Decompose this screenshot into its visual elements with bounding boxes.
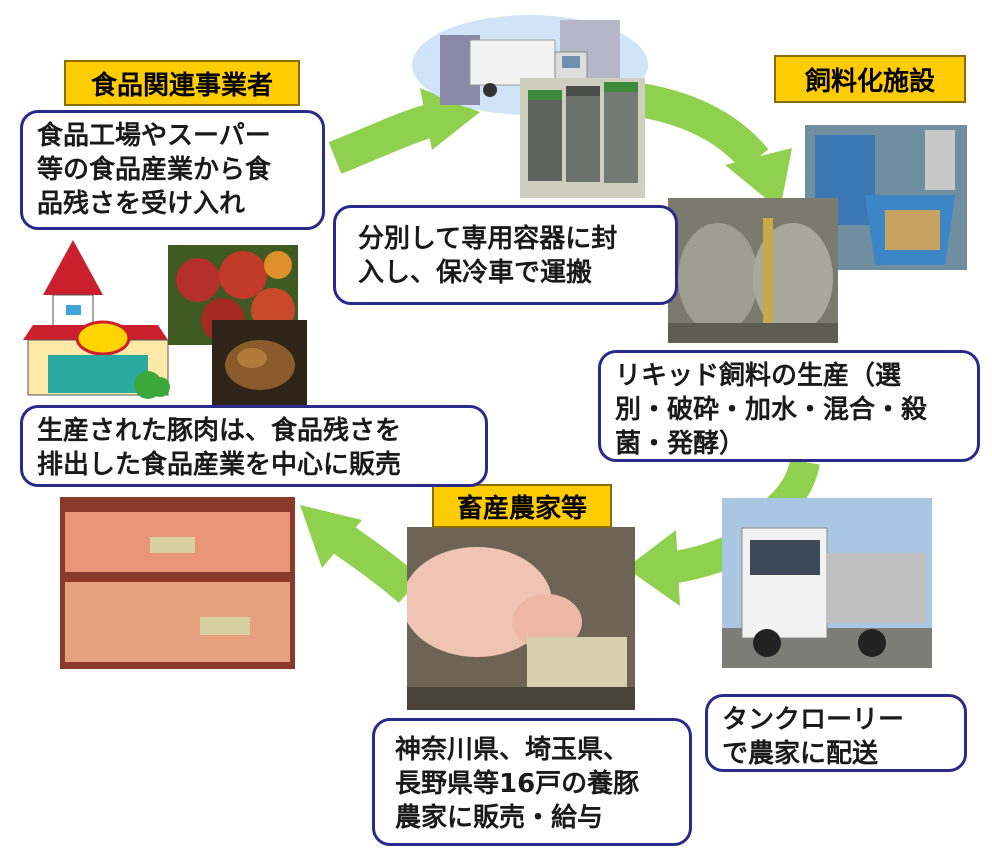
containers-photo: [520, 78, 645, 198]
step-receive-line: 等の食品産業から食: [37, 155, 272, 185]
step-sale-box: 神奈川県、埼玉県、 長野県等16戸の養豚 農家に販売・給与: [372, 718, 692, 846]
step-pork-line: 生産された豚肉は、食品残さを: [37, 416, 402, 446]
arrow-to-pork: [300, 505, 422, 603]
label-food-business-text: 食品関連事業者: [90, 70, 273, 101]
step-transport-line: 入し、保冷車で運搬: [358, 258, 593, 288]
tanker-photo: [722, 498, 932, 668]
step-production-line: リキッド飼料の生産（選: [615, 361, 902, 391]
step-delivery-line: で農家に配送: [722, 739, 879, 769]
step-pork-line: 排出した食品産業を中心に販売: [37, 450, 402, 480]
label-feed-facility-text: 飼料化施設: [804, 66, 935, 97]
step-sale-line: 長野県等16戸の養豚: [395, 769, 640, 799]
label-livestock-farmers: 畜産農家等: [432, 484, 612, 528]
step-receive-line: 食品工場やスーパー: [37, 121, 271, 151]
step-delivery-box: タンクローリー で農家に配送: [705, 694, 967, 772]
step-transport-line: 分別して専用容器に封: [358, 224, 618, 254]
arrow-to-transport: [328, 88, 480, 174]
facility-photo-tank: [668, 198, 838, 343]
step-receive-line: 品残さを受け入れ: [37, 189, 246, 219]
pork-photo: [60, 497, 295, 669]
step-sale-line: 農家に販売・給与: [395, 803, 604, 833]
label-feed-facility: 飼料化施設: [774, 55, 966, 103]
step-production-line: 別・破砕・加水・混合・殺: [615, 395, 928, 425]
step-receive-box: 食品工場やスーパー 等の食品産業から食 品残さを受け入れ: [20, 110, 325, 230]
step-sale-line: 神奈川県、埼玉県、: [395, 735, 630, 765]
supermarket-illustration: [18, 235, 173, 400]
pig-photo: [407, 527, 635, 710]
food-waste-photo: [212, 320, 307, 405]
label-food-business: 食品関連事業者: [64, 60, 300, 106]
arrow-to-facility: [636, 83, 792, 210]
step-pork-box: 生産された豚肉は、食品残さを 排出した食品産業を中心に販売: [20, 405, 488, 487]
step-transport-box: 分別して専用容器に封 入し、保冷車で運搬: [333, 205, 678, 305]
label-livestock-farmers-text: 畜産農家等: [456, 493, 587, 524]
step-delivery-line: タンクローリー: [722, 705, 905, 735]
step-production-line: 菌・発酵）: [615, 429, 746, 459]
step-production-box: リキッド飼料の生産（選 別・破砕・加水・混合・殺 菌・発酵）: [598, 350, 980, 462]
